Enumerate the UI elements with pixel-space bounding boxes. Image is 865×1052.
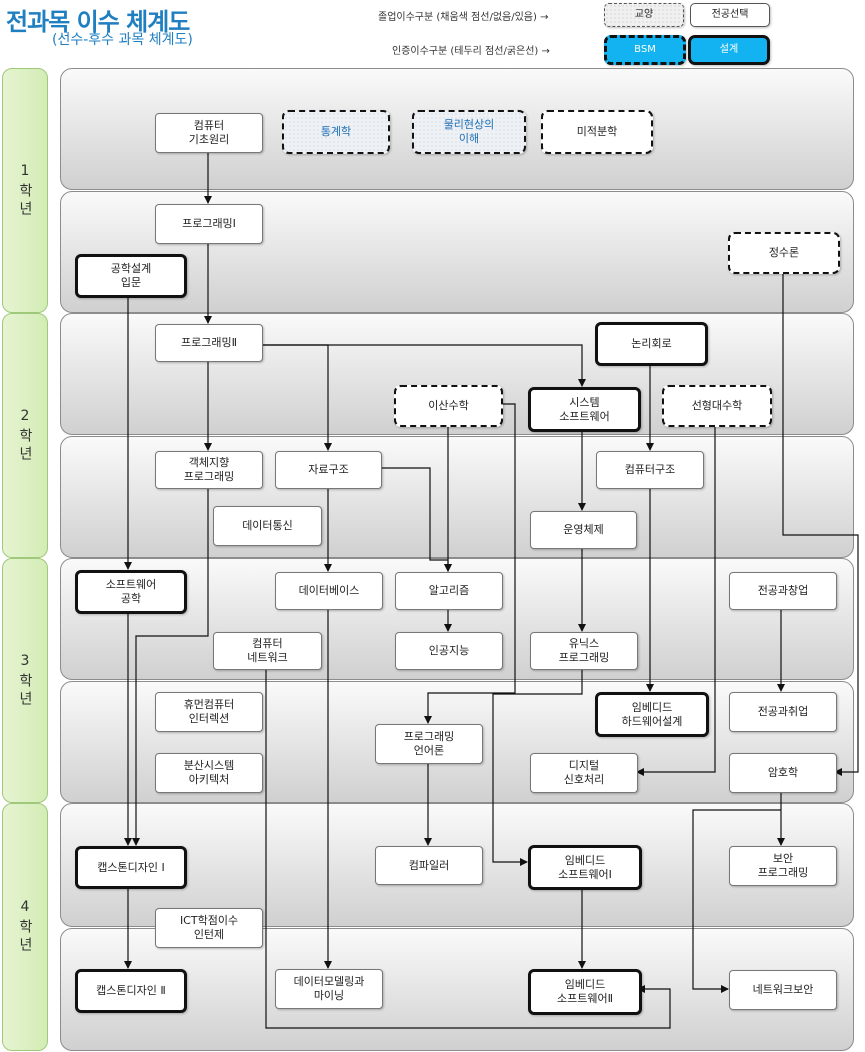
course-ict-internship: ICT학점이수 인턴제 — [155, 908, 263, 948]
course-number-theory: 정수론 — [728, 232, 840, 274]
course-computer-network: 컴퓨터 네트워크 — [213, 632, 322, 670]
legend-bsm-box: BSM — [604, 35, 686, 65]
course-calculus: 미적분학 — [541, 110, 653, 154]
course-ai: 인공지능 — [395, 632, 503, 670]
year-label-2: 2학년 — [2, 313, 48, 558]
course-programming-language: 프로그래밍 언어론 — [375, 724, 483, 764]
course-computer-architecture: 컴퓨터구조 — [596, 451, 704, 489]
course-security-programming: 보안 프로그래밍 — [729, 846, 837, 886]
course-logic-circuit: 논리회로 — [595, 322, 708, 366]
year-label-4: 4학년 — [2, 803, 48, 1051]
course-capstone1: 캡스톤디자인 Ⅰ — [75, 846, 187, 889]
legend-design-box: 설계 — [688, 35, 770, 65]
course-statistics: 통계학 — [282, 110, 390, 154]
course-major-employment: 전공과취업 — [729, 692, 837, 732]
course-system-software: 시스템 소프트웨어 — [528, 387, 641, 432]
course-software-engineering: 소프트웨어 공학 — [75, 570, 187, 614]
course-digital-signal: 디지털 신호처리 — [530, 753, 638, 793]
legend-graduation-text: 졸업이수구분 (채움색 점선/없음/있음) → — [378, 12, 549, 23]
course-capstone2: 캡스톤디자인 Ⅱ — [75, 969, 187, 1013]
course-data-mining: 데이터모델링과 마이닝 — [275, 969, 383, 1009]
legend-certification-text: 인증이수구분 (테두리 점선/굵은선) → — [392, 46, 550, 57]
course-major-startup: 전공과창업 — [729, 572, 837, 610]
course-discrete-math: 이산수학 — [394, 385, 503, 427]
course-physics: 물리현상의 이해 — [412, 110, 526, 154]
course-hci: 휴먼컴퓨터 인터렉션 — [155, 692, 263, 732]
legend-major-elective-box: 전공선택 — [690, 3, 770, 27]
page-title: 전과목 이수 체계도 — [6, 8, 190, 36]
year-label-3: 3학년 — [2, 558, 48, 803]
course-embedded-hardware: 임베디드 하드웨어설계 — [595, 692, 709, 737]
course-oop: 객체지향 프로그래밍 — [155, 451, 263, 489]
course-programming1: 프로그래밍Ⅰ — [155, 204, 263, 244]
course-compiler: 컴파일러 — [375, 846, 483, 885]
course-network-security: 네트워크보안 — [729, 970, 837, 1010]
course-linear-algebra: 선형대수학 — [662, 385, 772, 427]
course-embedded-software1: 임베디드 소프트웨어Ⅰ — [528, 845, 642, 890]
course-operating-system: 운영체제 — [530, 511, 637, 549]
year-label-1: 1학년 — [2, 68, 48, 313]
course-distributed-system: 분산시스템 아키텍처 — [155, 753, 263, 793]
course-unix-programming: 유닉스 프로그래밍 — [530, 632, 638, 670]
course-database: 데이터베이스 — [275, 572, 383, 610]
course-computer-basics: 컴퓨터 기초원리 — [155, 113, 263, 153]
course-programming2: 프로그래밍Ⅱ — [155, 324, 263, 362]
page-subtitle: (선수-후수 과목 체계도) — [52, 32, 193, 48]
semester-band-1-2 — [60, 191, 854, 313]
course-cryptography: 암호학 — [729, 753, 837, 793]
course-embedded-software2: 임베디드 소프트웨어Ⅱ — [528, 969, 642, 1015]
course-data-structure: 자료구조 — [275, 451, 382, 489]
course-data-communication: 데이터통신 — [213, 506, 322, 546]
course-intro-eng-design: 공학설계 입문 — [75, 254, 187, 298]
legend-gyoyang-box: 교양 — [604, 3, 684, 27]
course-algorithm: 알고리즘 — [395, 572, 503, 610]
